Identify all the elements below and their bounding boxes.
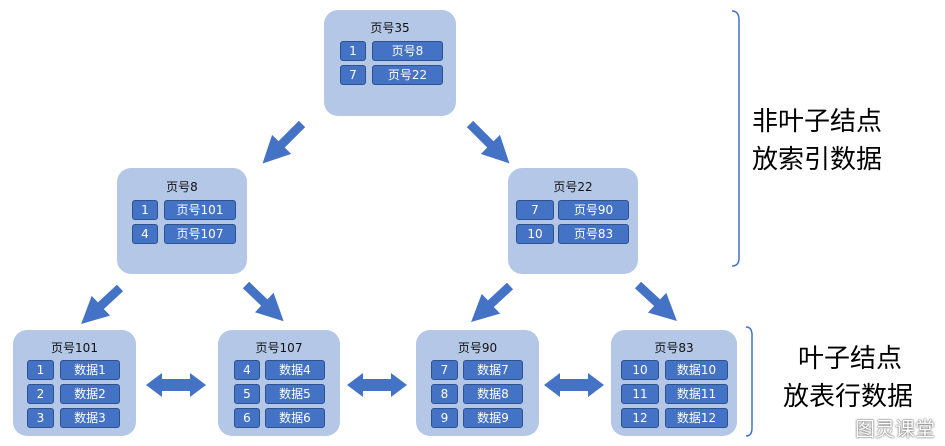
key-cell: 5 bbox=[234, 384, 260, 404]
page-node-107: 页号107 4 数据4 5 数据5 6 数据6 bbox=[218, 330, 340, 436]
data-cell: 数据11 bbox=[665, 384, 728, 404]
page-title: 页号83 bbox=[654, 341, 694, 355]
pointer-cell: 页号22 bbox=[372, 65, 443, 85]
pointer-cell: 页号107 bbox=[164, 224, 236, 244]
page-node-90: 页号90 7 数据7 8 数据8 9 数据9 bbox=[416, 330, 539, 436]
page-title: 页号22 bbox=[553, 180, 593, 194]
data-cell: 数据1 bbox=[60, 360, 120, 380]
bracket-leaf bbox=[745, 326, 753, 437]
double-arrow-101-107 bbox=[146, 373, 206, 397]
data-cell: 数据6 bbox=[265, 408, 325, 428]
data-cell: 数据12 bbox=[665, 408, 728, 428]
key-cell: 7 bbox=[516, 200, 554, 220]
leaf-label-line1: 叶子结点 bbox=[798, 344, 903, 374]
pointer-cell: 页号83 bbox=[558, 224, 629, 244]
key-cell: 7 bbox=[431, 360, 458, 380]
arrow-p22-to-p90 bbox=[471, 282, 514, 323]
data-cell: 数据10 bbox=[665, 360, 728, 380]
watermark-text: 图灵课堂 bbox=[855, 417, 935, 441]
arrow-root-to-p22 bbox=[466, 120, 510, 164]
double-arrow-107-90 bbox=[347, 373, 407, 397]
key-cell: 1 bbox=[340, 41, 366, 61]
page-node-83: 页号83 10 数据10 11 数据11 12 数据12 bbox=[611, 330, 737, 436]
page-node-22: 页号22 7 页号90 10 页号83 bbox=[508, 168, 638, 274]
pointer-cell: 页号90 bbox=[558, 200, 629, 220]
data-cell: 数据4 bbox=[265, 360, 325, 380]
page-node-101: 页号101 1 数据1 2 数据2 3 数据3 bbox=[13, 330, 136, 436]
data-cell: 数据2 bbox=[60, 384, 120, 404]
leaf-label: 叶子结点 放表行数据 bbox=[783, 340, 913, 416]
data-cell: 数据9 bbox=[463, 408, 523, 428]
page-title: 页号35 bbox=[370, 21, 410, 35]
key-cell: 1 bbox=[27, 360, 54, 380]
bracket-nonleaf bbox=[731, 10, 740, 267]
key-cell: 7 bbox=[340, 65, 366, 85]
data-cell: 数据5 bbox=[265, 384, 325, 404]
arrow-root-to-p8 bbox=[262, 120, 306, 164]
key-cell: 8 bbox=[431, 384, 458, 404]
arrow-p8-to-p101 bbox=[81, 284, 124, 325]
arrow-p8-to-p107 bbox=[242, 281, 284, 322]
data-cell: 数据7 bbox=[463, 360, 523, 380]
page-node-8: 页号8 1 页号101 4 页号107 bbox=[117, 168, 247, 274]
pointer-cell: 页号8 bbox=[372, 41, 443, 61]
data-cell: 数据3 bbox=[60, 408, 120, 428]
leaf-label-line2: 放表行数据 bbox=[783, 382, 914, 412]
data-cell: 数据8 bbox=[463, 384, 523, 404]
page-title: 页号101 bbox=[51, 341, 98, 355]
nonleaf-label-line2: 放索引数据 bbox=[752, 145, 883, 175]
key-cell: 10 bbox=[621, 360, 659, 380]
key-cell: 10 bbox=[516, 224, 554, 244]
nonleaf-label-line1: 非叶子结点 bbox=[752, 107, 883, 137]
double-arrow-90-83 bbox=[544, 373, 604, 397]
nonleaf-label: 非叶子结点 放索引数据 bbox=[752, 103, 882, 179]
key-cell: 11 bbox=[621, 384, 659, 404]
key-cell: 2 bbox=[27, 384, 54, 404]
key-cell: 4 bbox=[234, 360, 260, 380]
key-cell: 1 bbox=[132, 200, 158, 220]
page-title: 页号8 bbox=[166, 180, 198, 194]
page-title: 页号90 bbox=[457, 341, 498, 355]
key-cell: 3 bbox=[27, 408, 54, 428]
key-cell: 6 bbox=[234, 408, 260, 428]
page-title: 页号107 bbox=[255, 341, 303, 355]
key-cell: 12 bbox=[621, 408, 659, 428]
key-cell: 9 bbox=[431, 408, 458, 428]
key-cell: 4 bbox=[132, 224, 158, 244]
page-node-35: 页号35 1 页号8 7 页号22 bbox=[324, 10, 456, 116]
arrow-p22-to-p83 bbox=[634, 281, 677, 322]
pointer-cell: 页号101 bbox=[164, 200, 236, 220]
